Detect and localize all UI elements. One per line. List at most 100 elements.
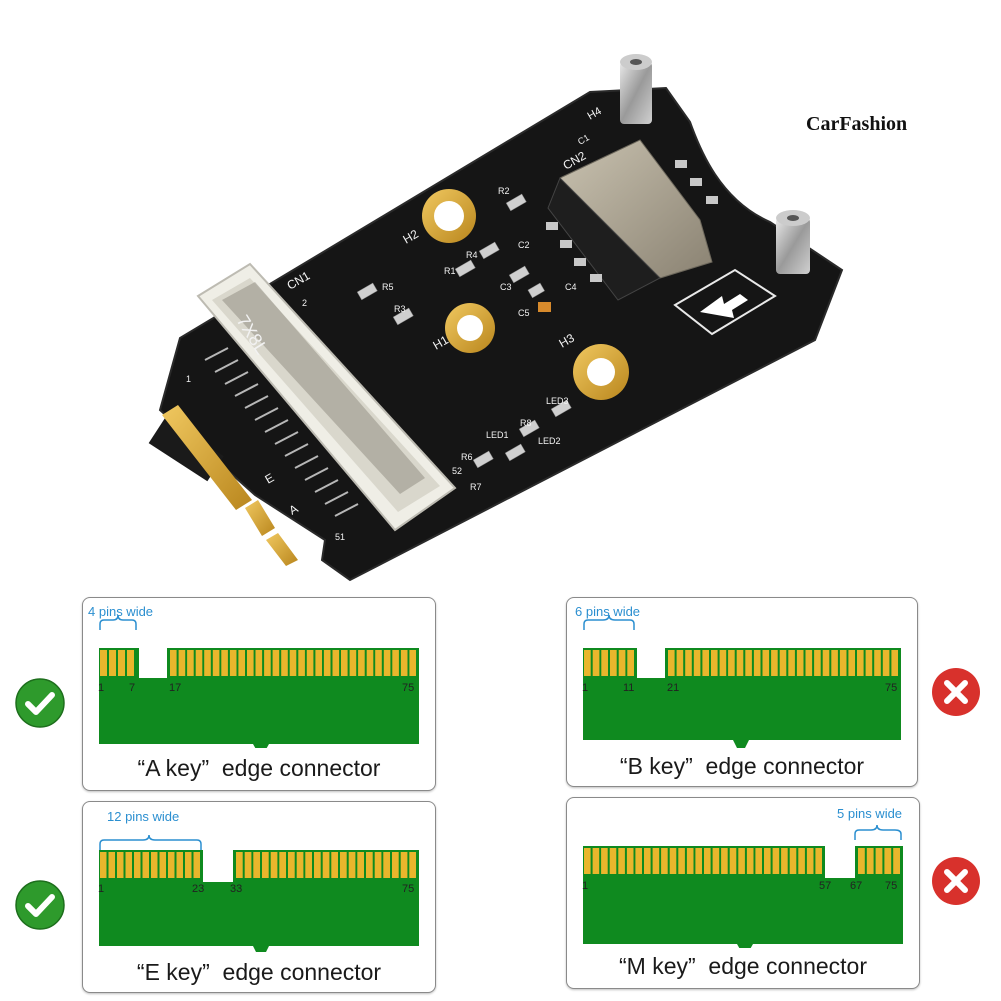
gold-pin bbox=[306, 650, 314, 676]
gold-pin bbox=[669, 848, 677, 874]
pin-label-1: 1 bbox=[98, 883, 104, 895]
gold-pin bbox=[151, 852, 158, 878]
label-c2: C2 bbox=[518, 240, 530, 250]
gold-pin bbox=[712, 848, 720, 874]
label-pin52: 52 bbox=[452, 466, 462, 476]
gold-pin bbox=[392, 852, 399, 878]
gold-pin bbox=[779, 650, 787, 676]
width-label: 5 pins wide bbox=[837, 806, 902, 821]
gold-pin bbox=[755, 848, 762, 874]
check-circle-icon bbox=[15, 678, 65, 728]
gold-pin bbox=[358, 650, 365, 676]
gold-pin bbox=[409, 852, 416, 878]
width-label: 4 pins wide bbox=[88, 604, 153, 619]
gold-pin bbox=[264, 650, 271, 676]
gold-pin bbox=[745, 650, 752, 676]
label-r5: R5 bbox=[382, 282, 394, 292]
label-h2: H2 bbox=[401, 227, 422, 247]
label-led3: LED3 bbox=[546, 396, 569, 406]
pin-label-1: 1 bbox=[98, 682, 104, 694]
gold-pin bbox=[839, 650, 847, 676]
gold-pin bbox=[178, 650, 186, 676]
width-bracket bbox=[99, 614, 137, 630]
pin-group-left bbox=[100, 650, 134, 676]
gold-pin bbox=[584, 650, 591, 676]
gold-pin bbox=[296, 852, 304, 878]
gold-pin bbox=[738, 848, 745, 874]
width-label: 6 pins wide bbox=[575, 604, 640, 619]
gold-pin bbox=[375, 650, 382, 676]
gold-pin bbox=[601, 848, 608, 874]
gold-pin bbox=[882, 650, 890, 676]
gold-pin bbox=[366, 650, 374, 676]
label-c4: C4 bbox=[565, 282, 577, 292]
pin-label-3: 21 bbox=[667, 682, 679, 694]
gold-pin bbox=[753, 650, 761, 676]
gold-pin bbox=[341, 650, 348, 676]
gold-pin bbox=[702, 650, 709, 676]
label-c1: C1 bbox=[576, 132, 591, 146]
panel-a-key: 4 pins wide 1 7 17 75 “A key” edge conne… bbox=[82, 597, 436, 791]
pin-label-4: 75 bbox=[885, 682, 897, 694]
gold-pin bbox=[383, 650, 391, 676]
gold-pin bbox=[168, 852, 175, 878]
width-bracket bbox=[99, 834, 202, 850]
gold-pin bbox=[270, 852, 278, 878]
gold-pin bbox=[781, 848, 788, 874]
gold-pin bbox=[686, 848, 694, 874]
label-h3: H3 bbox=[557, 331, 578, 351]
label-pin2: 2 bbox=[302, 298, 307, 308]
gold-pin bbox=[109, 650, 116, 676]
panel-m-key: 5 pins wide 1 57 67 75 “M key” edge conn… bbox=[566, 797, 920, 989]
gold-pin bbox=[676, 650, 684, 676]
pin-group-right bbox=[170, 650, 416, 676]
standoff-top bbox=[620, 54, 652, 124]
socket-pins bbox=[204, 347, 359, 517]
label-led2: LED2 bbox=[538, 436, 561, 446]
adapter-board-photo: 7X8L bbox=[148, 54, 844, 582]
gold-pin bbox=[875, 848, 883, 874]
gold-pin bbox=[332, 650, 340, 676]
gold-pin bbox=[729, 848, 737, 874]
gold-pin bbox=[221, 650, 228, 676]
gold-pin bbox=[244, 852, 252, 878]
label-led1: LED1 bbox=[486, 430, 509, 440]
m-key-diagram: 5 pins wide 1 57 67 75 bbox=[582, 806, 903, 948]
gold-pin bbox=[693, 650, 701, 676]
gold-pin bbox=[592, 650, 600, 676]
label-r2: R2 bbox=[498, 186, 510, 196]
label-r7: R7 bbox=[470, 482, 482, 492]
gold-pin bbox=[289, 650, 297, 676]
gold-pin bbox=[134, 852, 141, 878]
gold-pin bbox=[815, 848, 822, 874]
gold-pin bbox=[187, 650, 194, 676]
gold-pin bbox=[874, 650, 881, 676]
label-r3: R3 bbox=[394, 304, 406, 314]
width-label: 12 pins wide bbox=[107, 809, 179, 824]
gold-pin bbox=[866, 848, 874, 874]
gold-pin bbox=[772, 848, 780, 874]
gold-pin bbox=[831, 650, 838, 676]
caption-m-key: “M key” edge connector bbox=[618, 953, 867, 979]
gold-pin bbox=[893, 848, 900, 874]
label-c5: C5 bbox=[518, 308, 530, 318]
gold-pin bbox=[610, 650, 617, 676]
arrow-left-icon bbox=[700, 294, 748, 318]
gold-pin bbox=[279, 852, 286, 878]
gold-pin bbox=[704, 848, 711, 874]
gold-pin bbox=[383, 852, 390, 878]
e-key-diagram: 12 pins wide 1 23 33 75 bbox=[98, 809, 419, 952]
gold-pin bbox=[193, 852, 200, 878]
gold-pin bbox=[618, 848, 625, 874]
standoff-right bbox=[776, 210, 810, 274]
width-bracket bbox=[854, 824, 902, 840]
panel-e-key: 12 pins wide 1 23 33 75 “E key” edge con… bbox=[82, 801, 436, 993]
gold-pin bbox=[661, 848, 668, 874]
gold-pin bbox=[100, 650, 107, 676]
gold-pin bbox=[685, 650, 692, 676]
gold-pin bbox=[721, 848, 728, 874]
gold-pin bbox=[392, 650, 399, 676]
gold-pin bbox=[100, 852, 107, 878]
gold-pin bbox=[262, 852, 269, 878]
x-circle-icon bbox=[932, 857, 980, 905]
